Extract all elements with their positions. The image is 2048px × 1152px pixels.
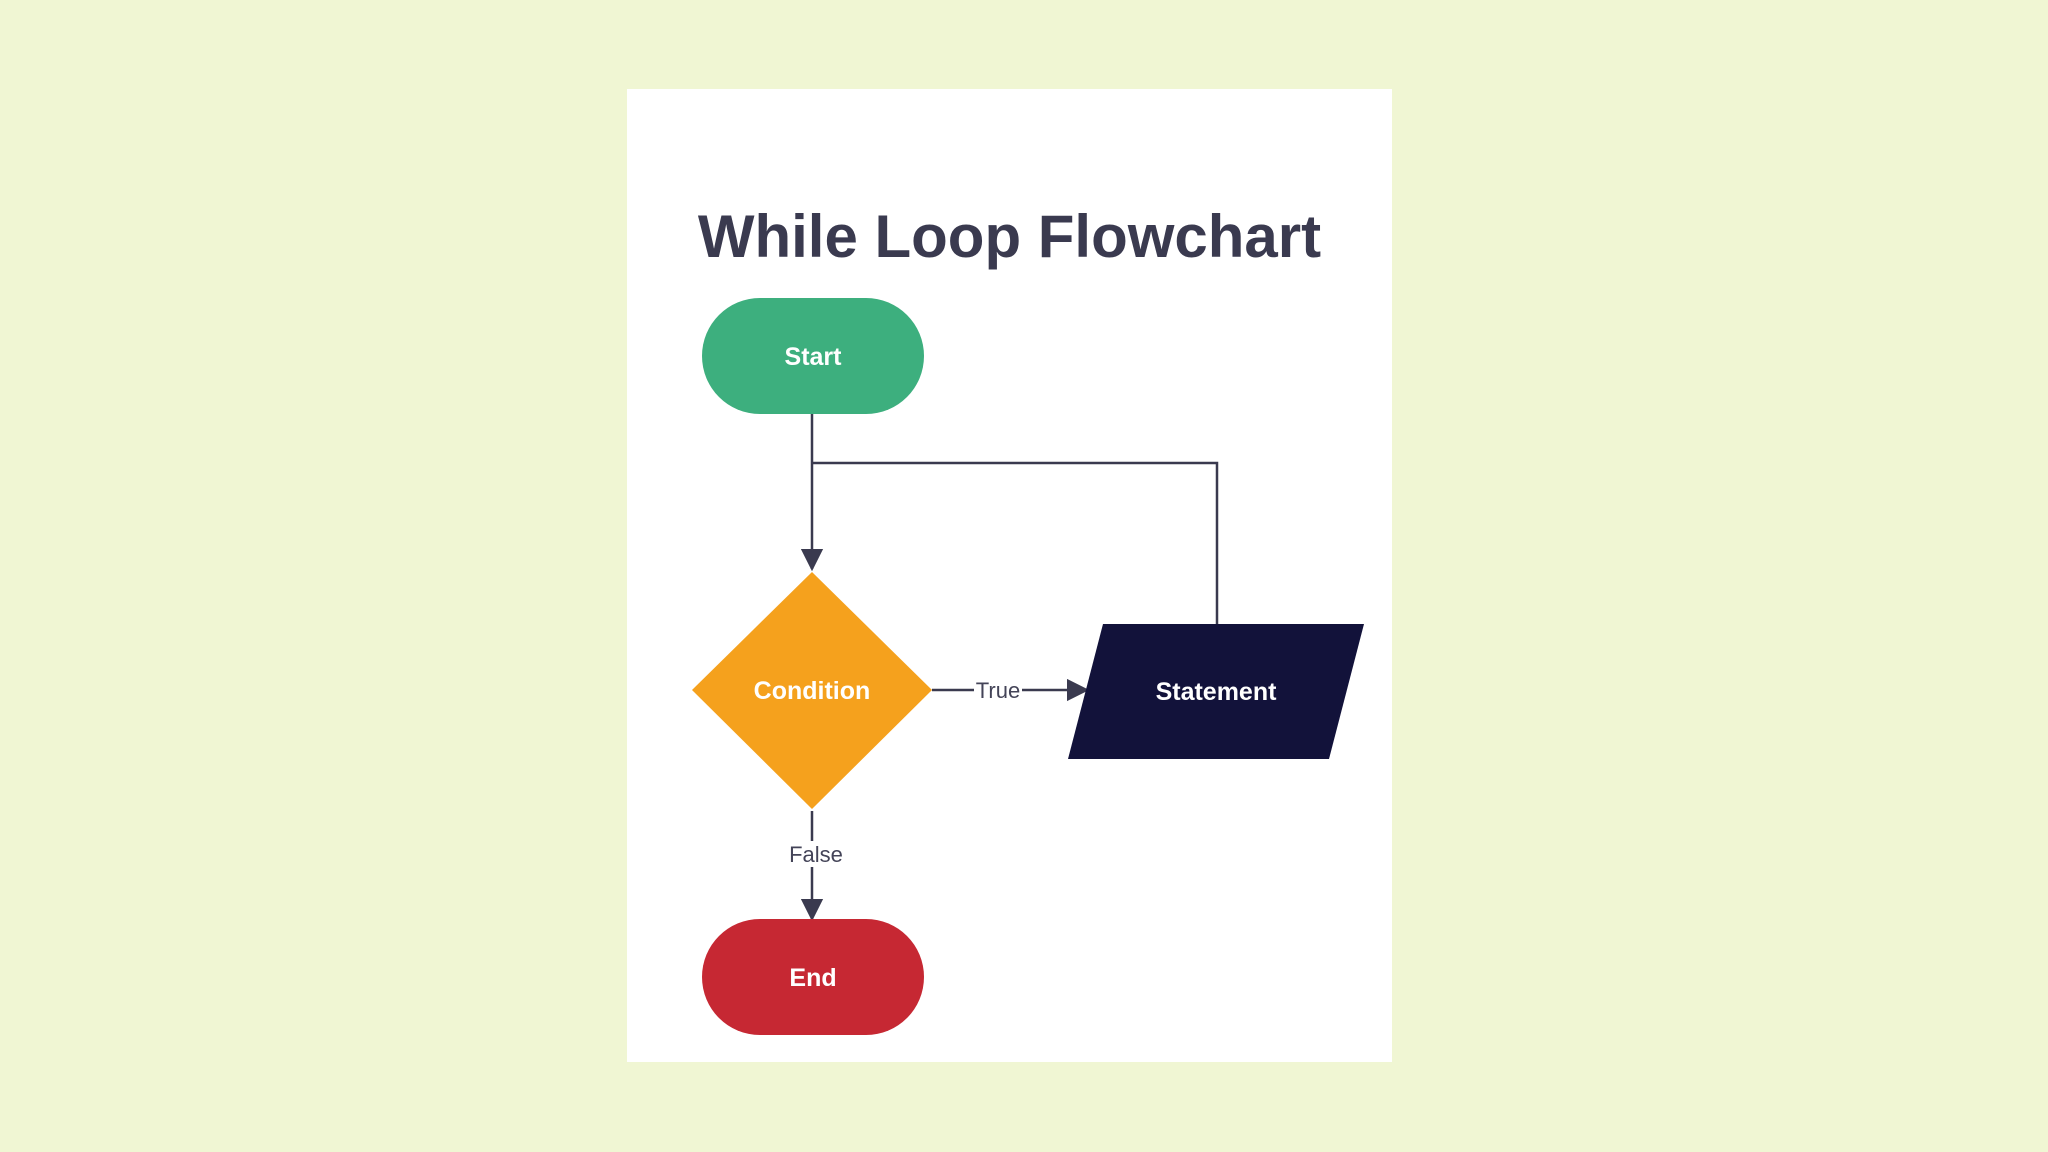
start-label: Start xyxy=(785,343,843,371)
true-label-bg xyxy=(974,677,1022,703)
edge-statement-loop-back xyxy=(812,461,1219,624)
statement-process-shape xyxy=(1068,624,1364,759)
edge-label-true: True xyxy=(976,678,1020,703)
end-terminal-shape xyxy=(702,919,924,1035)
start-terminal-shape xyxy=(702,298,924,414)
node-statement[interactable]: Statement xyxy=(1068,624,1364,759)
false-label-bg xyxy=(783,841,843,867)
node-start[interactable]: Start xyxy=(702,298,924,414)
node-end[interactable]: End xyxy=(702,919,924,1035)
end-label: End xyxy=(789,964,836,992)
edge-label-false: False xyxy=(789,842,843,867)
condition-label: Condition xyxy=(754,677,871,705)
flowchart-card: While Loop Flowchart True False Start Co… xyxy=(627,89,1392,1062)
statement-label: Statement xyxy=(1156,678,1278,706)
flowchart-diagram: True False Start Condition Statement End xyxy=(692,298,1364,1035)
node-condition[interactable]: Condition xyxy=(692,572,932,809)
page-title: While Loop Flowchart xyxy=(697,203,1322,270)
condition-decision-shape xyxy=(692,572,932,809)
